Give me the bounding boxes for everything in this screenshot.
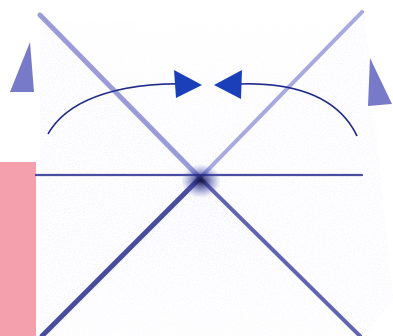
triangle-marker-icon bbox=[368, 58, 392, 106]
crossing-core bbox=[181, 164, 221, 198]
triangle-marker-icon bbox=[10, 42, 34, 92]
